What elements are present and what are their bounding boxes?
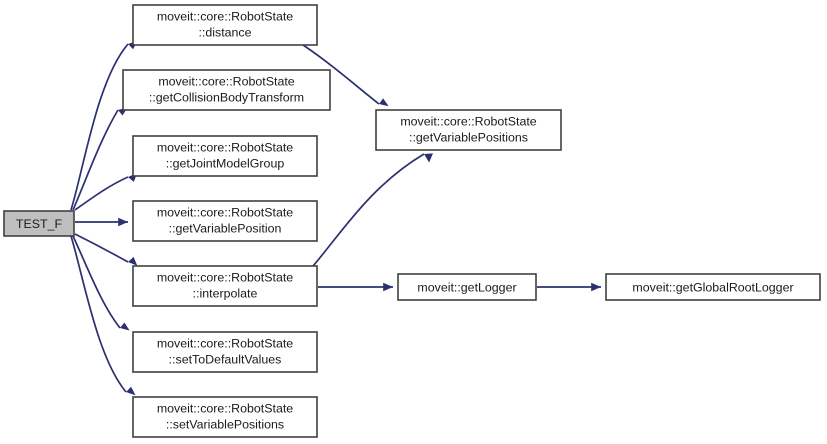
arrowhead-icon [383, 282, 393, 292]
node-get_joint_model_group[interactable]: moveit::core::RobotState::getJointModelG… [132, 135, 318, 177]
edge-interpolate-to-get-logger [318, 282, 393, 292]
node-label-line2: ::getVariablePositions [409, 131, 528, 145]
edge-test_f-to-interpolate [74, 233, 138, 266]
node-box[interactable] [122, 69, 331, 111]
arrowhead-icon [126, 386, 136, 396]
arrowhead-icon [118, 217, 128, 227]
node-label-line1: moveit::getLogger [417, 280, 516, 294]
node-box[interactable] [605, 273, 821, 301]
edge-interpolate-to-get-variable-positions [312, 153, 433, 267]
edge-line [70, 235, 127, 393]
edge-distance-to-get-variable-positions [302, 44, 389, 107]
node-box[interactable] [132, 135, 318, 177]
arrowhead-icon [120, 322, 130, 331]
node-get_global_root_logger[interactable]: moveit::getGlobalRootLogger [605, 273, 821, 301]
node-box[interactable] [132, 265, 318, 307]
edge-line [70, 43, 129, 211]
node-label-line1: moveit::core::RobotState [157, 205, 293, 219]
arrowhead-icon [128, 256, 138, 266]
node-label-line1: moveit::core::RobotState [157, 336, 293, 350]
node-test_f[interactable]: TEST_F [3, 210, 75, 237]
edge-test_f-to-set-variable-positions [70, 235, 136, 396]
edges-layer [70, 40, 601, 396]
node-label-line1: moveit::core::RobotState [157, 9, 293, 23]
node-label-line2: ::distance [198, 26, 251, 40]
edge-get-logger-to-get-global-root-logger [537, 282, 601, 292]
node-get_collision_body_transform[interactable]: moveit::core::RobotState::getCollisionBo… [122, 69, 331, 111]
node-interpolate[interactable]: moveit::core::RobotState::interpolate [132, 265, 318, 307]
arrowhead-icon [424, 153, 433, 163]
node-box[interactable] [132, 4, 318, 46]
edge-test_f-to-get-variable-position [75, 217, 128, 227]
node-box[interactable] [3, 210, 75, 237]
node-set_to_default_values[interactable]: moveit::core::RobotState::setToDefaultVa… [132, 331, 318, 373]
node-label-line1: moveit::core::RobotState [157, 401, 293, 415]
edge-line [74, 176, 129, 211]
node-get_variable_position[interactable]: moveit::core::RobotState::getVariablePos… [132, 200, 318, 242]
node-label-line2: ::getJointModelGroup [166, 157, 285, 171]
node-label-line2: ::getVariablePosition [169, 222, 282, 236]
nodes-layer: TEST_Fmoveit::core::RobotState::distance… [3, 4, 821, 438]
node-box[interactable] [132, 331, 318, 373]
arrowhead-icon [591, 282, 601, 292]
node-label-line2: ::getCollisionBodyTransform [149, 91, 304, 105]
node-get_logger[interactable]: moveit::getLogger [397, 273, 537, 301]
node-set_variable_positions[interactable]: moveit::core::RobotState::setVariablePos… [132, 396, 318, 438]
node-label-line2: ::interpolate [193, 287, 258, 301]
node-label-line2: ::setVariablePositions [166, 418, 284, 432]
node-get_variable_positions[interactable]: moveit::core::RobotState::getVariablePos… [375, 109, 562, 151]
edge-line [72, 109, 119, 211]
arrowhead-icon [379, 98, 389, 107]
node-distance[interactable]: moveit::core::RobotState::distance [132, 4, 318, 46]
edge-line [302, 44, 380, 105]
edge-test_f-to-set-to-default-values [72, 235, 130, 331]
edge-line [74, 233, 129, 263]
edge-line [312, 153, 425, 267]
node-box[interactable] [132, 200, 318, 242]
node-label-line1: moveit::core::RobotState [157, 270, 293, 284]
node-label-line1: moveit::core::RobotState [400, 114, 536, 128]
node-label-line2: ::setToDefaultValues [169, 353, 282, 367]
edge-line [72, 235, 121, 329]
node-label-line1: moveit::core::RobotState [157, 140, 293, 154]
node-label-line1: moveit::getGlobalRootLogger [632, 280, 793, 294]
node-label-line1: TEST_F [16, 217, 63, 231]
node-label-line1: moveit::core::RobotState [158, 74, 294, 88]
node-box[interactable] [397, 273, 537, 301]
node-box[interactable] [375, 109, 562, 151]
node-box[interactable] [132, 396, 318, 438]
